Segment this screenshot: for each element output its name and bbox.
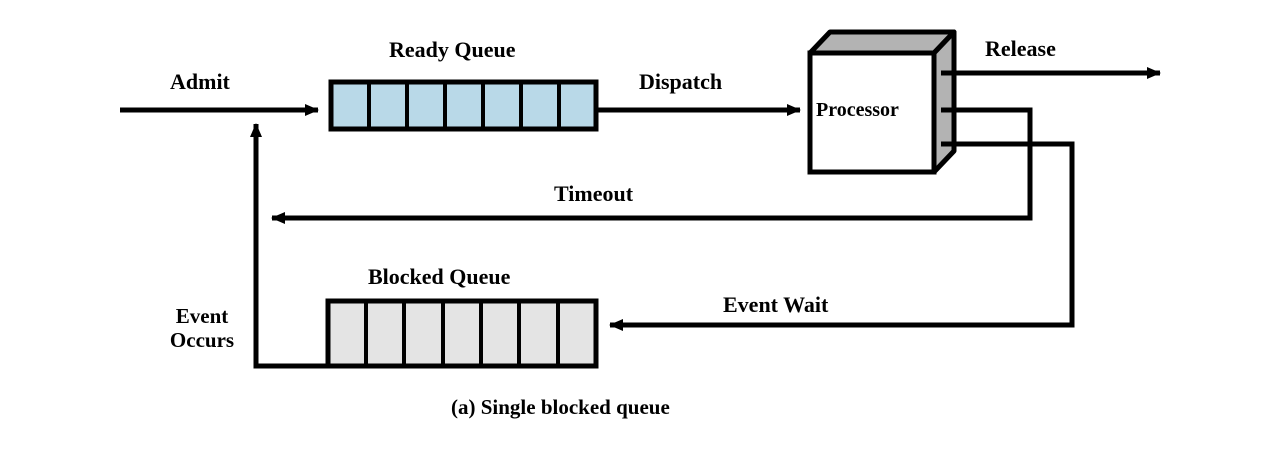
event-occurs-line-2: Occurs bbox=[169, 327, 235, 352]
edge-label-admit: Admit bbox=[170, 69, 230, 94]
edge-label-release: Release bbox=[985, 36, 1056, 61]
edge-label-event-wait: Event Wait bbox=[723, 292, 829, 317]
blocked-queue bbox=[325, 298, 599, 369]
ready-queue bbox=[328, 79, 599, 132]
edge-timeout bbox=[271, 107, 1033, 224]
processor-label: Processor bbox=[816, 99, 899, 121]
processor-box bbox=[807, 29, 957, 175]
blocked-queue-title: Blocked Queue bbox=[368, 264, 511, 289]
edge-event-occurs bbox=[250, 123, 328, 369]
edge-label-timeout: Timeout bbox=[554, 181, 634, 206]
edge-label-dispatch: Dispatch bbox=[639, 69, 723, 94]
ready-queue-title: Ready Queue bbox=[389, 37, 516, 62]
event-occurs-line-1: Event bbox=[175, 304, 229, 328]
figure-caption: (a) Single blocked queue bbox=[451, 395, 670, 419]
edge-label-event-occurs: Event Occurs bbox=[156, 304, 248, 352]
edge-event-wait bbox=[609, 141, 1075, 331]
